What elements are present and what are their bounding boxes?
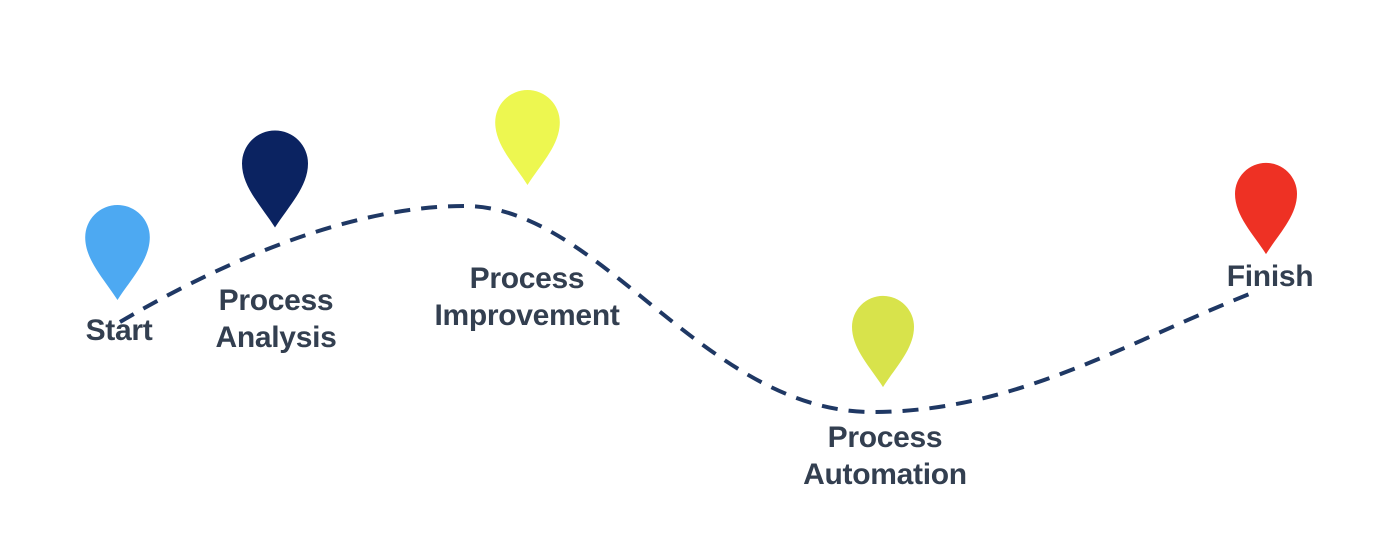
map-pin-icon bbox=[242, 130, 308, 228]
pin-shape bbox=[242, 130, 308, 228]
milestone-label-process-analysis: Process Analysis bbox=[215, 284, 337, 354]
milestone-label-process-automation: Process Automation bbox=[803, 421, 967, 491]
map-pin-icon bbox=[495, 90, 560, 185]
pin-shape bbox=[495, 90, 560, 185]
pin-shape bbox=[85, 205, 150, 300]
pin-shape bbox=[1235, 162, 1297, 255]
pin-shape bbox=[852, 295, 914, 388]
map-pin-icon bbox=[1235, 162, 1297, 255]
milestone-label-finish: Finish bbox=[1226, 260, 1314, 293]
milestone-label-start: Start bbox=[85, 314, 153, 347]
milestone-label-process-improvement: Process Improvement bbox=[434, 262, 620, 332]
map-pin-icon bbox=[852, 295, 914, 388]
map-pin-icon bbox=[85, 205, 150, 300]
